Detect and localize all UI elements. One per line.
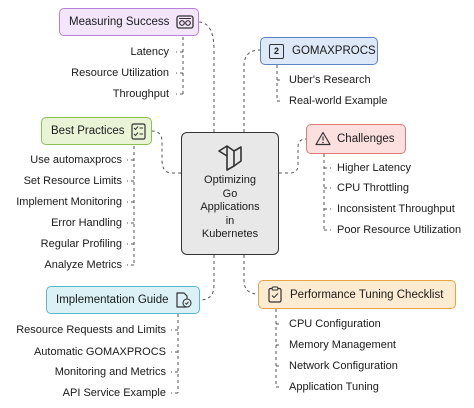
challenges-item-inconsistent-throughput: Inconsistent Throughput [337,203,455,215]
gomaxprocs-item-real-world-example: Real-world Example [289,95,388,107]
tuning-item-cpu-configuration: CPU Configuration [289,318,381,330]
implementation-item-resource-requests: Resource Requests and Limits [16,324,166,336]
challenges-item-cpu-throttling: CPU Throttling [337,182,409,194]
best-practices-item-implement-monitoring: Implement Monitoring [16,196,122,208]
best-practices-item-error-handling: Error Handling [51,217,122,229]
gomaxprocs-node: 2 GOMAXPROCS [260,37,378,65]
challenges-title: Challenges [337,133,395,145]
tuning-item-application-tuning: Application Tuning [289,381,379,393]
number-two-icon: 2 [269,44,284,59]
best-practices-title: Best Practices [51,125,125,137]
warning-icon [315,131,331,146]
best-practices-item-analyze-metrics: Analyze Metrics [44,259,122,271]
gomaxprocs-item-ubers-research: Uber's Research [289,74,371,86]
measuring-item-latency: Latency [130,46,169,58]
challenges-item-poor-resource-utilization: Poor Resource Utilization [337,224,462,236]
challenges-node: Challenges [306,124,406,154]
tuning-item-memory-management: Memory Management [289,339,396,351]
gomaxprocs-title: GOMAXPROCS [292,45,376,57]
best-practices-item-regular-profiling: Regular Profiling [40,238,122,250]
measuring-success-title: Measuring Success [69,16,170,28]
implementation-guide-title: Implementation Guide [56,294,169,306]
best-practices-node: Best Practices [41,117,152,145]
tuning-item-network-configuration: Network Configuration [289,360,398,372]
best-practices-item-use-automaxprocs: Use automaxprocs [30,154,122,166]
implementation-item-api-service-example: API Service Example [62,387,166,399]
center-title: Optimizing Go Applications in Kubernetes [200,174,260,240]
dashboard-icon [176,15,194,29]
implementation-guide-node: Implementation Guide [46,286,200,314]
implementation-item-monitoring-metrics: Monitoring and Metrics [54,366,166,378]
google-kubernetes-icon [218,145,242,171]
performance-tuning-node: Performance Tuning Checklist [258,280,456,309]
checklist-icon [131,123,146,140]
best-practices-item-set-resource-limits: Set Resource Limits [23,175,122,187]
measuring-item-resource-utilization: Resource Utilization [71,67,169,79]
performance-tuning-title: Performance Tuning Checklist [290,288,444,301]
implementation-item-automatic-gomaxprocs: Automatic GOMAXPROCS [33,346,166,358]
measuring-item-throughput: Throughput [112,88,169,100]
clipboard-check-icon [268,286,282,303]
challenges-item-higher-latency: Higher Latency [337,162,411,174]
center-node: Optimizing Go Applications in Kubernetes [181,132,279,255]
document-check-icon [176,292,192,308]
measuring-success-node: Measuring Success [59,8,199,36]
